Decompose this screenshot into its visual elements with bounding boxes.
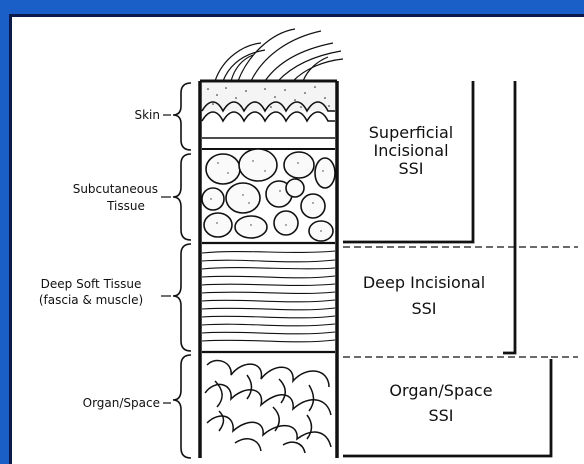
layer-labels: Skin Subcutaneous Tissue Deep Soft Tissu… (39, 108, 171, 410)
organ-space-label: Organ/Space (83, 396, 160, 410)
organ-space-layer (205, 360, 331, 453)
skin-label: Skin (134, 108, 160, 122)
organ-ssi-label-1: Organ/Space (389, 381, 492, 400)
deep-ssi-label-2: SSI (411, 299, 436, 318)
superficial-ssi-label-3: SSI (398, 159, 423, 178)
subcutaneous-layer (202, 149, 335, 241)
organ-ssi-label-2: SSI (428, 406, 453, 425)
deep-soft-label-2: (fascia & muscle) (39, 293, 143, 307)
superficial-ssi-label-2: Incisional (373, 141, 448, 160)
deep-soft-tissue-layer (202, 243, 335, 352)
superficial-ssi-label-1: Superficial (369, 123, 453, 142)
subcutaneous-label-1: Subcutaneous (73, 182, 158, 196)
ssi-diagram: Skin Subcutaneous Tissue Deep Soft Tissu… (12, 17, 584, 464)
subcutaneous-label-2: Tissue (106, 199, 145, 213)
diagram-frame: Skin Subcutaneous Tissue Deep Soft Tissu… (9, 14, 584, 464)
deep-ssi-label-1: Deep Incisional (363, 273, 485, 292)
skin-layer (202, 83, 335, 149)
hair-strands (215, 29, 343, 81)
left-braces (173, 83, 191, 458)
deep-soft-label-1: Deep Soft Tissue (41, 277, 142, 291)
